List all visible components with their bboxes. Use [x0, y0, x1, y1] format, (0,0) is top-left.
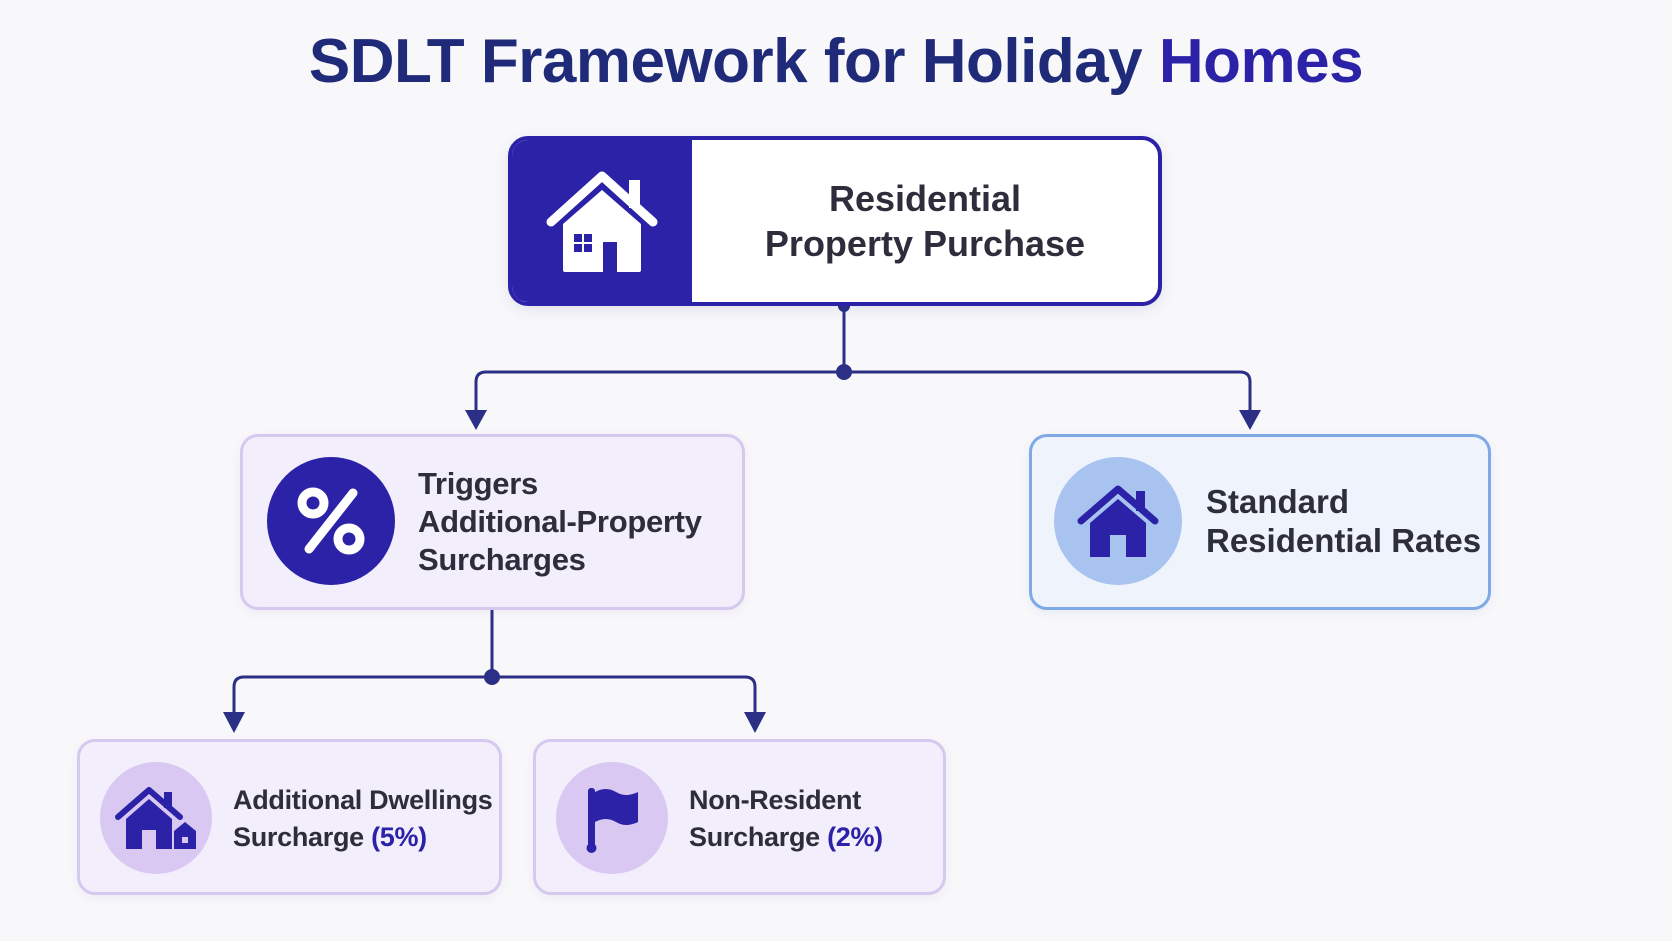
title-main: SDLT Framework for Holiday: [308, 27, 1143, 96]
houses-icon: [115, 787, 196, 849]
surcharges-label-line3: Surcharges: [418, 542, 586, 577]
root-label-line1: Residential: [828, 178, 1022, 219]
house-icon: [1077, 485, 1159, 557]
house-icon: [546, 171, 658, 272]
dwellings-label: Additional Dwellings Surcharge (5%): [233, 782, 493, 856]
non-resident-label: Non-Resident Surcharge (2%): [689, 782, 883, 856]
arrowhead-additional-dwellings: [223, 712, 245, 733]
node-standard-residential-rates: Standard Residential Rates: [1029, 434, 1491, 610]
surcharges-label-line1: Triggers: [418, 466, 538, 501]
root-icon-panel: [512, 140, 692, 302]
junction-dot-mid: [484, 669, 500, 685]
arrowhead-standard: [1239, 410, 1261, 430]
root-label-line2: Property Purchase: [764, 223, 1086, 264]
non-resident-label-line2: Surcharge: [689, 822, 820, 852]
surcharges-label: Triggers Additional-Property Surcharges: [418, 465, 702, 579]
surcharges-label-line2: Additional-Property: [418, 504, 702, 539]
node-additional-dwellings-surcharge: Additional Dwellings Surcharge (5%): [77, 739, 502, 895]
non-resident-icon-circle: [556, 762, 668, 874]
percent-icon: [297, 487, 365, 555]
node-non-resident-surcharge: Non-Resident Surcharge (2%): [533, 739, 946, 895]
diagram-title: SDLT Framework for Holiday Homes: [0, 26, 1672, 97]
root-node-residential-purchase: Residential Property Purchase: [508, 136, 1162, 306]
title-accent: Homes: [1158, 27, 1364, 96]
standard-icon-circle: [1054, 457, 1182, 585]
non-resident-label-line1: Non-Resident: [689, 785, 861, 815]
arrowhead-non-resident: [744, 712, 766, 733]
dwellings-label-line1: Additional Dwellings: [233, 785, 493, 815]
arrowhead-surcharges: [465, 410, 487, 430]
standard-label-line1: Standard: [1206, 483, 1350, 520]
node-additional-property-surcharges: Triggers Additional-Property Surcharges: [240, 434, 745, 610]
dwellings-icon-circle: [100, 762, 212, 874]
standard-label-line2: Residential Rates: [1206, 522, 1482, 559]
root-label: Residential Property Purchase: [692, 140, 1158, 302]
surcharges-icon-circle: [267, 457, 395, 585]
standard-label: Standard Residential Rates: [1206, 482, 1481, 560]
non-resident-rate: (2%): [827, 822, 883, 852]
junction-dot-branch: [836, 364, 852, 380]
connector-root-branch: [474, 370, 1252, 412]
flag-icon: [586, 788, 638, 853]
dwellings-label-line2: Surcharge: [233, 822, 364, 852]
dwellings-rate: (5%): [371, 822, 427, 852]
